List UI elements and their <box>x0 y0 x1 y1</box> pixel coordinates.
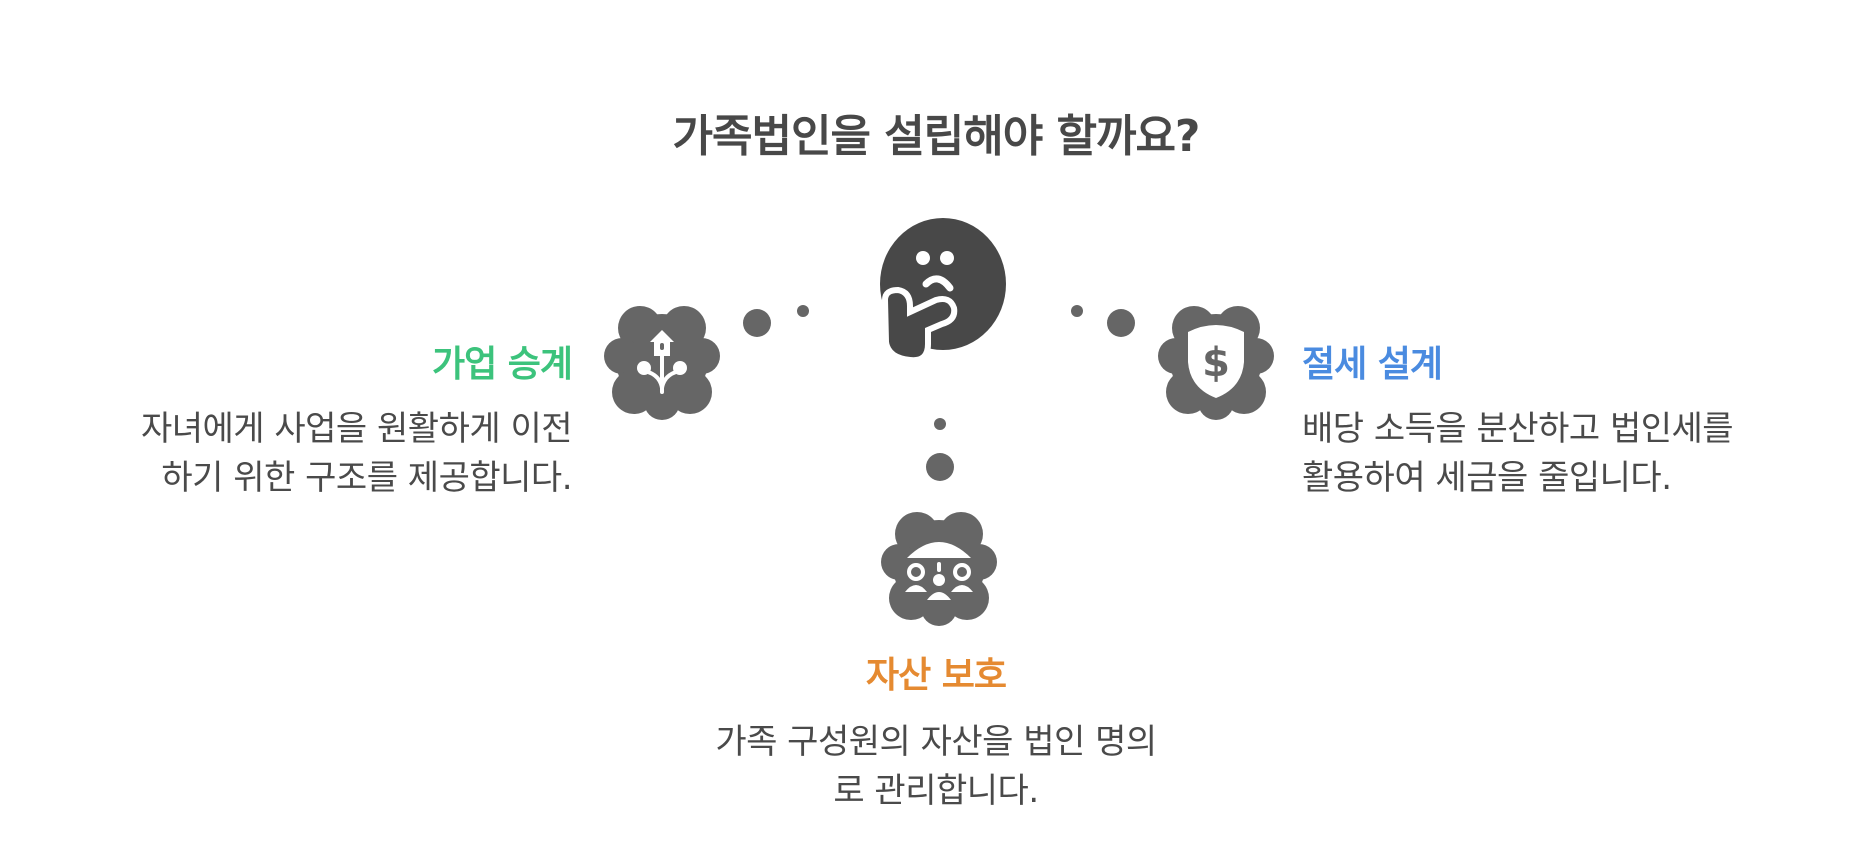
asset-label: 자산 보호 <box>865 655 1007 696</box>
birdhouse-tree-icon <box>637 330 687 394</box>
tax-desc-line-2: 활용하여 세금을 줄입니다. <box>1302 458 1672 498</box>
option-tax: 절세 설계 배당 소득을 분산하고 법인세를 활용하여 세금을 줄입니다. <box>1302 335 1734 503</box>
shield-dollar-icon: $ <box>1188 325 1244 398</box>
succession-label: 가업 승계 <box>431 344 573 385</box>
umbrella-family-icon <box>905 542 973 600</box>
tax-icon-cloud: $ <box>1154 298 1279 423</box>
page-title: 가족법인을 설립해야 할까요? <box>672 111 1201 162</box>
option-succession: 가업 승계 자녀에게 사업을 원활하게 이전 하기 위한 구조를 제공합니다. <box>140 335 573 503</box>
svg-text:$: $ <box>1202 340 1230 386</box>
succession-desc-line-1: 자녀에게 사업을 원활하게 이전 <box>140 409 573 449</box>
succession-icon-cloud <box>600 298 725 423</box>
asset-icon-cloud <box>877 504 1002 629</box>
succession-desc-line-2: 하기 위한 구조를 제공합니다. <box>161 458 572 498</box>
option-asset: 자산 보호 가족 구성원의 자산을 법인 명의 로 관리합니다. <box>0 646 1872 816</box>
asset-desc-line-2: 로 관리합니다. <box>833 771 1039 811</box>
asset-desc-line-1: 가족 구성원의 자산을 법인 명의 <box>715 722 1157 762</box>
thinking-face-icon <box>870 212 1010 362</box>
tax-label: 절세 설계 <box>1302 344 1443 385</box>
tax-desc-line-1: 배당 소득을 분산하고 법인세를 <box>1302 409 1734 449</box>
